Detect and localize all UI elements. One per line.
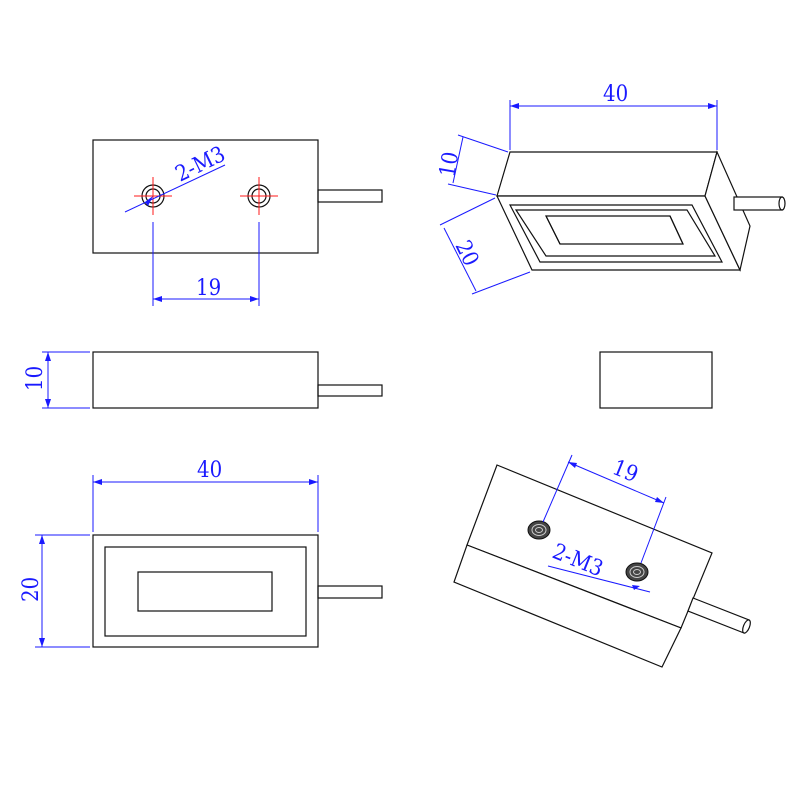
iso-bottom-shaft <box>687 597 751 634</box>
iso-view-top: 40 10 20 <box>435 82 786 295</box>
iso-front-recess-inner <box>514 209 717 257</box>
bottom-view-body <box>92 534 319 648</box>
front-view: 10 <box>23 351 383 409</box>
side-view-body <box>599 351 713 409</box>
iso-bottom-spacing-label: 19 <box>609 455 642 488</box>
iso-width-label: 20 <box>450 237 484 271</box>
front-view-shaft <box>317 384 383 397</box>
bottom-length-label: 40 <box>197 458 222 483</box>
front-height-label: 10 <box>23 366 48 391</box>
iso-top-face <box>496 151 718 197</box>
iso-width-dimension <box>439 197 531 295</box>
bottom-view-shaft <box>317 585 383 599</box>
thread-callout-label: 2-M3 <box>172 142 230 187</box>
iso-front-recess-outer <box>509 204 723 263</box>
iso-length-label: 40 <box>603 82 628 107</box>
bottom-view-window <box>137 571 273 612</box>
top-view-shaft <box>317 189 383 203</box>
front-height-dimension <box>42 351 90 409</box>
iso-length-dimension <box>509 100 718 150</box>
iso-height-label: 10 <box>435 150 464 179</box>
iso-bottom-front-face <box>453 544 682 668</box>
hole-spacing-dimension <box>152 222 260 306</box>
iso-bottom-thread-leader <box>547 565 651 593</box>
hole-spacing-label: 19 <box>196 276 221 301</box>
iso-height-dimension <box>447 134 509 196</box>
iso-hole-left <box>527 520 551 540</box>
top-view: 2-M3 19 <box>92 139 383 306</box>
mounting-hole-right <box>240 177 278 215</box>
bottom-width-label: 20 <box>19 577 44 602</box>
side-view <box>599 351 713 409</box>
bottom-length-dimension <box>92 475 319 532</box>
iso-hole-right <box>625 562 649 582</box>
bottom-width-dimension <box>35 534 90 648</box>
thread-callout-leader <box>124 164 226 213</box>
iso-shaft <box>733 196 786 211</box>
bottom-view-recess <box>104 546 307 637</box>
iso-front-face <box>496 195 741 271</box>
iso-side-face <box>704 150 751 272</box>
iso-view-bottom: 19 2-M3 <box>453 454 751 668</box>
front-view-body <box>92 351 319 409</box>
iso-bottom-spacing-dimension <box>542 454 667 564</box>
bottom-view: 40 20 <box>19 458 383 648</box>
